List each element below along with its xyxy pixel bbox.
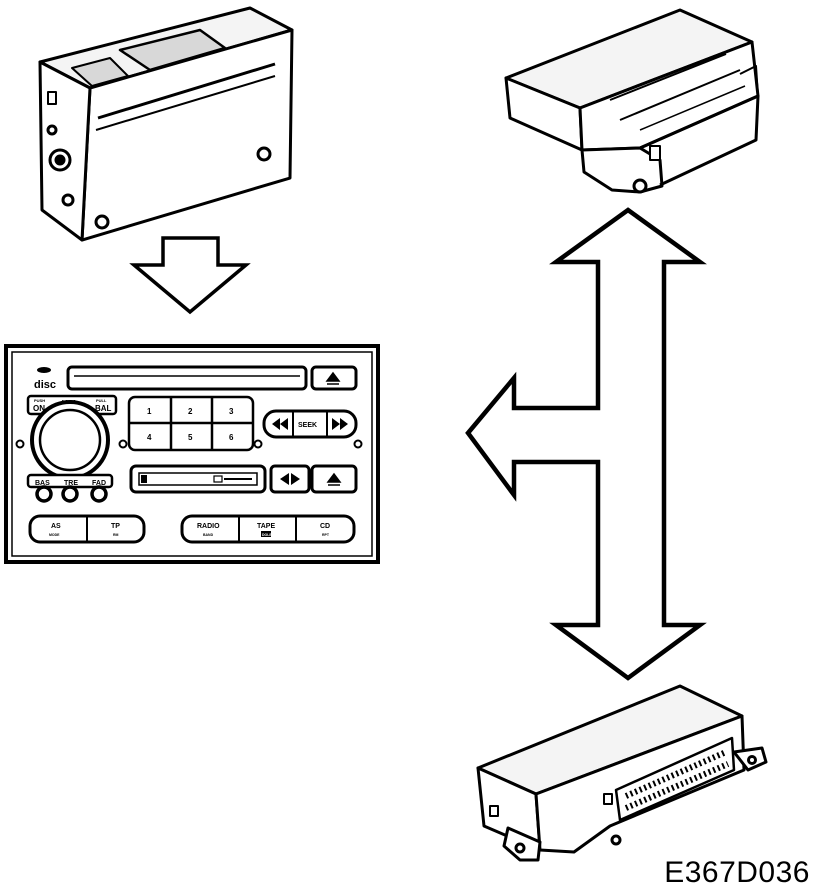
screw-icon [118, 439, 128, 449]
tp-label: TP [111, 523, 120, 530]
preset-button-2[interactable]: 2 [188, 407, 193, 416]
preset-button-6[interactable]: 6 [229, 433, 234, 442]
control-module [476, 684, 768, 862]
amplifier-module [504, 8, 760, 194]
connection-arrow-icon [465, 207, 707, 681]
bass-knob[interactable] [35, 485, 53, 503]
mode-button-cd[interactable]: CD RPT [320, 523, 330, 537]
screw-icon [253, 439, 263, 449]
treble-knob[interactable] [61, 485, 79, 503]
disc-logo-text: disc [34, 379, 56, 391]
tape-direction-button[interactable] [269, 464, 311, 494]
screw-icon [15, 439, 25, 449]
preset-button-3[interactable]: 3 [229, 407, 234, 416]
eject-icon [326, 472, 342, 486]
as-label: AS [51, 523, 61, 530]
fader-label: FAD [92, 480, 106, 487]
preset-button-1[interactable]: 1 [147, 407, 152, 416]
cd-label: CD [320, 523, 330, 530]
power-hint-label: PUSH [34, 398, 45, 403]
radio-sub-label: BAND [203, 533, 214, 537]
as-sub-label: MODE [49, 533, 60, 537]
cd-sub-label: RPT [322, 533, 330, 537]
bass-label: BAS [35, 480, 50, 487]
preset-button-5[interactable]: 5 [188, 433, 193, 442]
preset-button-4[interactable]: 4 [147, 433, 152, 442]
power-button[interactable]: ON [33, 404, 45, 413]
radio-label: RADIO [197, 523, 220, 530]
seek-label: SEEK [298, 422, 317, 429]
preset-labels: 1 2 3 4 5 6 [147, 407, 234, 442]
down-arrow-icon [129, 236, 251, 315]
tape-direction-icon [280, 473, 300, 485]
mode-button-tape[interactable]: TAPE DOLBY [257, 523, 275, 537]
balance-hint-label: PULL [96, 398, 107, 403]
preset-button-grid [127, 395, 255, 452]
eject-icon [325, 371, 341, 385]
seek-forward-icon [332, 418, 348, 430]
mode-button-as[interactable]: AS MODE [49, 523, 61, 537]
tape-label: TAPE [257, 523, 275, 530]
cd-changer-unit [38, 6, 294, 242]
mode-button-radio[interactable]: RADIO BAND [197, 523, 220, 537]
disc-logo: disc [34, 367, 56, 391]
tp-sub-label: RM [113, 533, 119, 537]
tape-sub-label: DOLBY [262, 533, 275, 537]
cd-slot [66, 365, 308, 391]
seek-back-icon [272, 418, 288, 430]
balance-button[interactable]: BAL [95, 404, 112, 413]
treble-label: TRE [64, 480, 78, 487]
head-unit-faceplate: disc PUSH ON VOL PULL BAL [4, 344, 380, 564]
screw-icon [353, 439, 363, 449]
fader-knob[interactable] [90, 485, 108, 503]
mode-button-tp[interactable]: TP RM [111, 523, 120, 537]
figure-id-label: E367D036 [664, 856, 810, 889]
seek-rocker[interactable]: SEEK [262, 409, 358, 439]
volume-knob[interactable] [30, 400, 110, 480]
